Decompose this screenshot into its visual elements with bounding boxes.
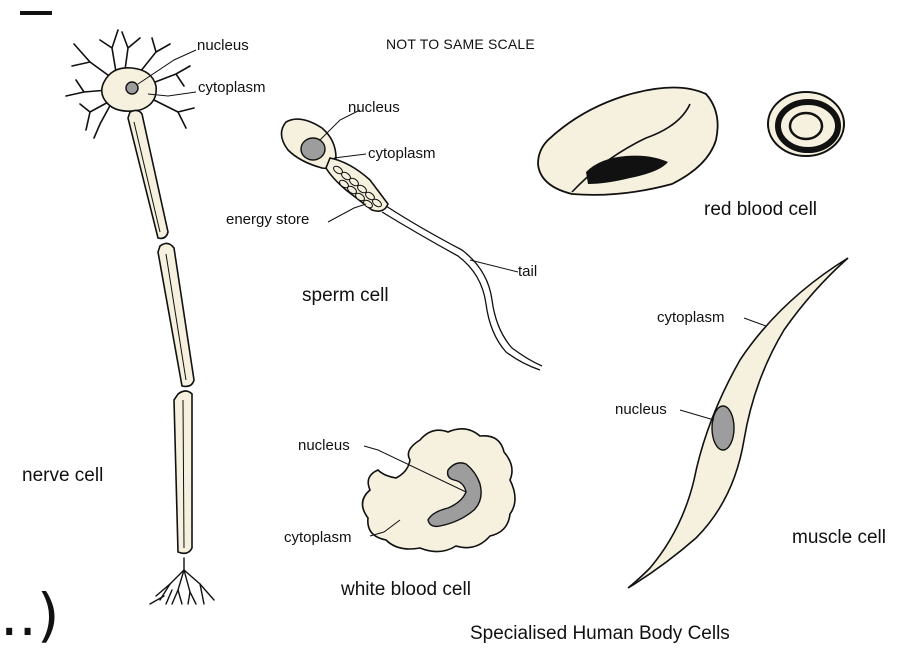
wbc-cytoplasm-label: cytoplasm <box>284 530 352 545</box>
nerve-terminals <box>150 558 214 604</box>
sperm-energy-store-label: energy store <box>226 212 309 227</box>
sperm-nucleus-label: nucleus <box>348 100 400 115</box>
scale-note: NOT TO SAME SCALE <box>386 37 535 51</box>
nerve-cytoplasm-label: cytoplasm <box>198 80 266 95</box>
muscle-nucleus-label: nucleus <box>615 402 667 417</box>
rbc-top-view <box>768 92 844 156</box>
diagram-caption: Specialised Human Body Cells <box>470 624 730 643</box>
red-blood-cell-name: red blood cell <box>704 200 817 219</box>
nerve-nucleus-label: nucleus <box>197 38 249 53</box>
sperm-cell-name: sperm cell <box>302 286 389 305</box>
sperm-tail <box>382 206 542 370</box>
partial-text-fragment: ..) <box>0 586 60 644</box>
nerve-axon <box>128 110 194 553</box>
nerve-nucleus <box>126 82 138 94</box>
muscle-cell-name: muscle cell <box>792 528 886 547</box>
white-blood-cell-name: white blood cell <box>341 580 471 599</box>
sperm-tail-label: tail <box>518 264 537 279</box>
muscle-nucleus <box>712 406 734 450</box>
muscle-cytoplasm-label: cytoplasm <box>657 310 725 325</box>
wbc-body <box>362 429 515 552</box>
rbc-side-view <box>538 87 718 194</box>
sperm-cytoplasm-label: cytoplasm <box>368 146 436 161</box>
wbc-nucleus-label: nucleus <box>298 438 350 453</box>
nerve-cell-name: nerve cell <box>22 466 103 485</box>
sperm-nucleus <box>301 138 325 160</box>
